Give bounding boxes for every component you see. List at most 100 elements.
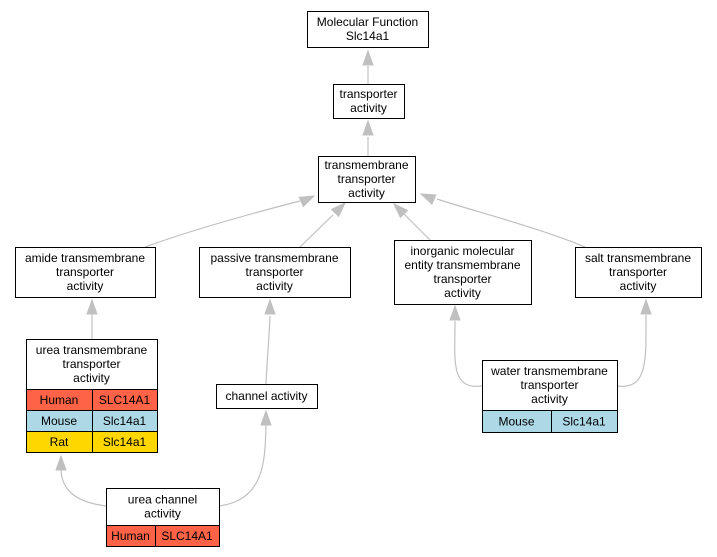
species-name: Human (40, 393, 79, 407)
edge-channel-to-passive (264, 298, 276, 385)
term-label-line: inorganic molecular (410, 244, 514, 258)
edge-inorganic-to-transmembrane (392, 202, 431, 241)
species-name: Mouse (498, 415, 534, 429)
arrowhead-icon (86, 298, 98, 315)
term-box (333, 84, 405, 119)
term-label-line: Molecular Function (317, 15, 418, 29)
term-box (216, 384, 318, 409)
gene-symbol: SLC14A1 (99, 393, 151, 407)
edge-transmembrane-to-transporter (362, 119, 374, 156)
edge-line (454, 320, 483, 387)
term-label-line: transmembrane (324, 158, 408, 172)
arrowhead-icon (298, 195, 316, 208)
species-name: Rat (50, 435, 69, 449)
edge-salt-to-transmembrane (419, 193, 586, 248)
arrowhead-icon (260, 409, 272, 426)
term-label-line: Slc14a1 (346, 29, 390, 43)
term-node-channel[interactable]: channel activity (216, 384, 318, 409)
arrowhead-icon (362, 119, 374, 136)
term-label-line: activity (144, 507, 181, 521)
arrowhead-icon (392, 202, 409, 219)
edge-urea_channel-to-urea_tm (55, 454, 107, 507)
gene-cell (551, 410, 618, 433)
term-label-line: entity transmembrane (404, 258, 520, 272)
edge-line (403, 213, 431, 241)
edge-amide-to-transmembrane (144, 195, 316, 248)
species-name: Human (111, 529, 150, 543)
gene-cell (155, 525, 220, 547)
edge-water-to-inorganic (449, 304, 483, 387)
term-label-line: transporter (520, 378, 578, 392)
term-label-line: urea transmembrane (36, 343, 148, 357)
arrowhead-icon (55, 454, 67, 471)
edge-line (60, 469, 107, 507)
term-label-line: transporter (62, 357, 120, 371)
term-box (307, 11, 429, 48)
term-label-line: transporter (337, 172, 395, 186)
arrowhead-icon (640, 298, 652, 315)
term-node-urea-tm[interactable]: urea transmembranetransporteractivityHum… (26, 339, 158, 453)
term-label-line: transporter (433, 272, 491, 286)
edge-line (299, 214, 334, 248)
species-row-human: Human SLC14A1 (26, 389, 158, 411)
edge-line (265, 315, 271, 385)
gene-symbol: Slc14a1 (103, 414, 147, 428)
term-label-line: activity (73, 371, 110, 385)
edge-urea_tm-to-amide (86, 298, 98, 339)
edge-passive-to-transmembrane (299, 201, 347, 248)
gene-symbol: SLC14A1 (161, 529, 213, 543)
term-label-line: activity (444, 286, 481, 300)
term-label-line: transporter (609, 265, 667, 279)
edge-urea_channel-to-channel (218, 409, 272, 507)
arrowhead-icon (449, 304, 461, 321)
arrowhead-icon (419, 193, 437, 205)
term-label-line: amide transmembrane (25, 251, 145, 265)
term-node-water[interactable]: water transmembranetransporteractivityMo… (482, 360, 618, 433)
term-label-line: activity (256, 279, 293, 293)
term-label-line: transporter (339, 87, 397, 101)
term-label-line: passive transmembrane (210, 251, 338, 265)
edge-line (144, 200, 301, 248)
term-label-line: activity (67, 279, 104, 293)
arrowhead-icon (362, 49, 374, 66)
gene-cell (92, 431, 158, 453)
edge-layer (55, 49, 652, 507)
term-box (15, 247, 156, 298)
arrowhead-icon (264, 298, 276, 315)
term-box (394, 240, 532, 305)
edge-line (218, 424, 267, 507)
edge-water-to-salt (616, 298, 652, 387)
term-box (199, 247, 351, 298)
species-name: Mouse (41, 414, 77, 428)
arrowhead-icon (330, 201, 347, 218)
term-label-line: water transmembrane (490, 364, 608, 378)
species-row-mouse: Mouse Slc14a1 (26, 410, 158, 432)
term-box (575, 247, 702, 298)
term-label-line: urea channel (128, 493, 197, 507)
gene-symbol: Slc14a1 (562, 415, 606, 429)
node-layer: Molecular FunctionSlc14a1transporteracti… (15, 11, 702, 547)
term-box (318, 156, 416, 203)
edge-line (436, 198, 586, 248)
edge-line (616, 314, 647, 387)
species-row-mouse: Mouse Slc14a1 (482, 410, 618, 433)
term-label-line: activity (350, 101, 387, 115)
term-label-line: transporter (245, 265, 303, 279)
term-label-line: activity (531, 392, 568, 406)
term-label-line: activity (620, 279, 657, 293)
term-label-line: channel activity (225, 389, 307, 403)
species-row-human: Human SLC14A1 (106, 525, 220, 547)
term-label-line: activity (348, 186, 385, 200)
term-label-line: salt transmembrane (585, 251, 691, 265)
term-label-line: transporter (56, 265, 114, 279)
